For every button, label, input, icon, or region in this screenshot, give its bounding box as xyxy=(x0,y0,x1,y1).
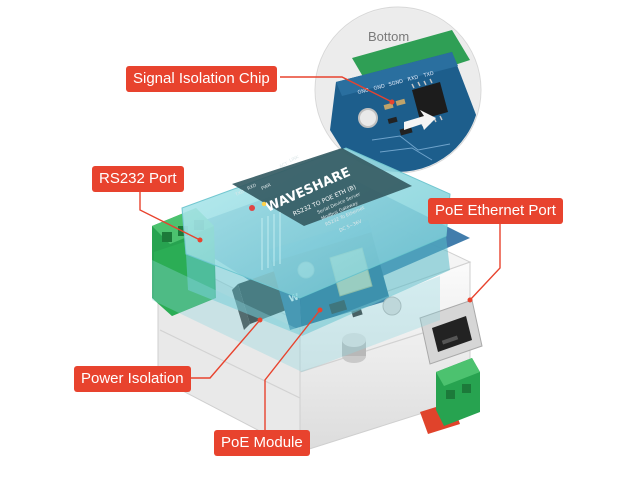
device-label: WAVESHARE RS232 TO POE ETH (B) Serial De… xyxy=(232,148,412,234)
leader-lines xyxy=(139,76,501,430)
callout-power-isolation: Power Isolation xyxy=(74,366,191,392)
io-label-rxd: RXD xyxy=(246,182,258,192)
pin-label-sgnd: SGND xyxy=(388,79,404,88)
callout-poe-module: PoE Module xyxy=(214,430,310,456)
io-label-txd: TXD xyxy=(233,188,245,198)
ethernet-port xyxy=(419,299,483,365)
power-terminal xyxy=(436,358,480,426)
bottom-view-title: Bottom xyxy=(368,29,410,44)
io-label-act: ACT xyxy=(278,161,289,170)
pin-label-gnd-1: GND xyxy=(357,87,370,96)
callout-poe-ethernet-port: PoE Ethernet Port xyxy=(428,198,563,224)
pin-label-gnd-2: GND xyxy=(373,83,386,92)
pin-label-txd: TXD xyxy=(422,71,435,80)
io-label-link: LINK xyxy=(288,154,300,164)
io-label-pwr: PWR xyxy=(260,182,272,192)
pin-label-rxd: RXD xyxy=(407,74,419,82)
callout-rs232-port: RS232 Port xyxy=(92,166,184,192)
device: W xyxy=(152,147,483,453)
bottom-view-inset: GND GND SGND RXD TXD xyxy=(314,6,482,174)
callout-signal-isolation-chip: Signal Isolation Chip xyxy=(126,66,277,92)
